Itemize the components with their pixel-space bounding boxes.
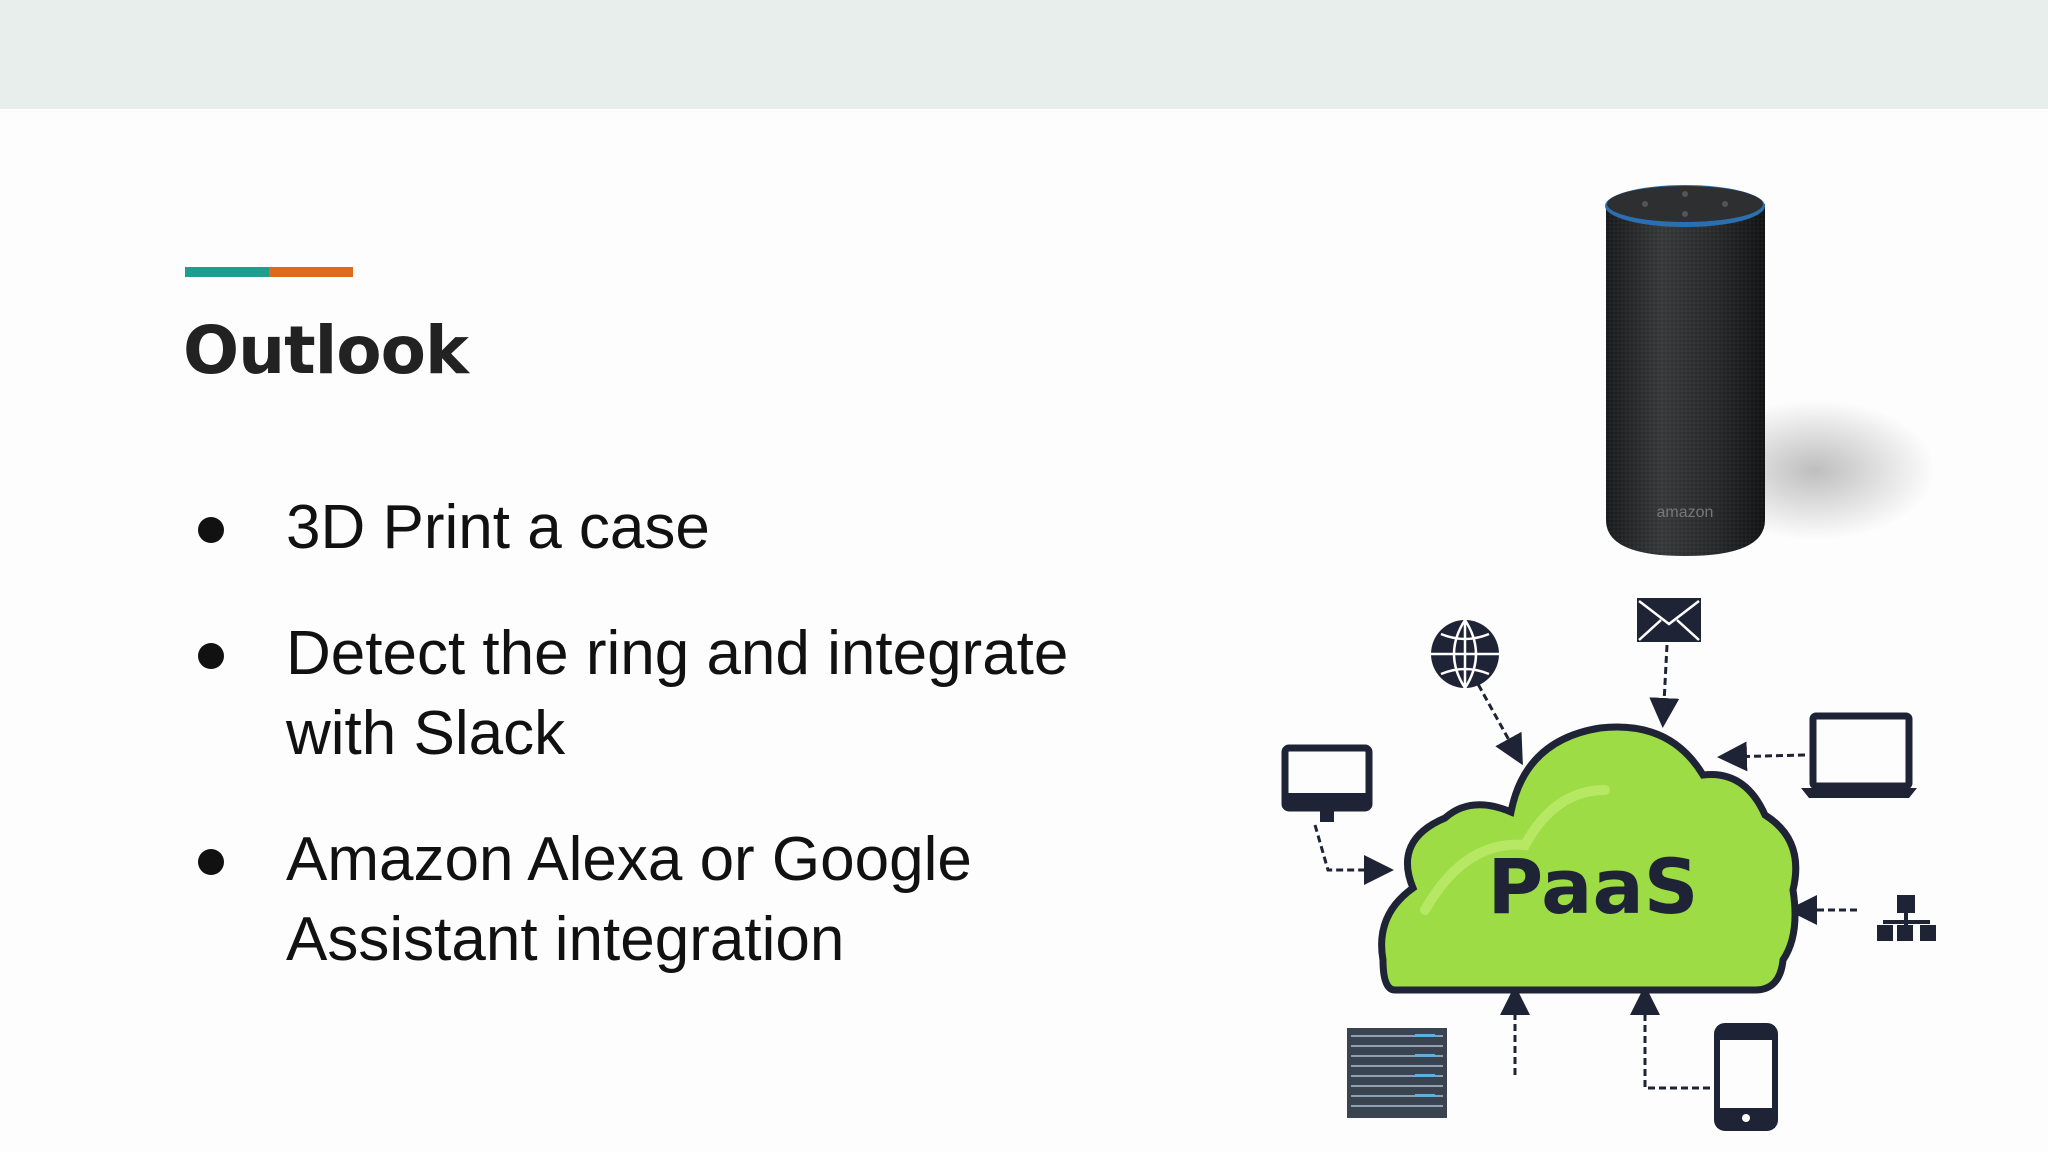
top-bar [0, 0, 2048, 109]
bullet-text: Detect the ring and integrate with Slack [286, 619, 1069, 768]
server-rack-icon [1347, 1028, 1447, 1118]
envelope-icon [1637, 598, 1701, 642]
bullet-dot-icon [198, 849, 224, 875]
phone-icon [1714, 1023, 1778, 1131]
arrow-phone [1630, 985, 1710, 1090]
title-accent-bar [185, 267, 353, 277]
globe-icon [1431, 619, 1499, 689]
speaker-button [1722, 201, 1728, 207]
smart-speaker-image: amazon [1605, 185, 1935, 556]
bullet-item: 3D Print a case [190, 488, 1190, 568]
arrow-mail [1649, 644, 1680, 728]
accent-teal-segment [185, 267, 269, 277]
accent-orange-segment [269, 267, 353, 277]
bullet-text: Amazon Alexa or Google Assistant integra… [286, 825, 972, 974]
speaker-button [1682, 191, 1688, 197]
speaker-button [1682, 211, 1688, 217]
network-icon [1877, 895, 1936, 941]
paas-diagram: PaaS [1281, 598, 1936, 1131]
bullet-text: 3D Print a case [286, 493, 710, 562]
bullet-item: Detect the ring and integrate with Slack [190, 614, 1106, 774]
slide-title: Outlook [183, 312, 469, 389]
bullet-list: 3D Print a case Detect the ring and inte… [190, 488, 1190, 1026]
bullet-dot-icon [198, 643, 224, 669]
arrow-laptop [1717, 741, 1806, 772]
speaker-top [1607, 186, 1763, 222]
laptop-icon [1801, 712, 1917, 798]
paas-cloud [1378, 723, 1800, 994]
speaker-fabric [1606, 204, 1765, 556]
paas-label: PaaS [1488, 842, 1699, 931]
arrow-monitor [1313, 824, 1394, 885]
speaker-brand-text: amazon [1657, 504, 1714, 521]
bullet-dot-icon [198, 517, 224, 543]
bullet-item: Amazon Alexa or Google Assistant integra… [190, 820, 1106, 980]
arrow-globe [1471, 674, 1523, 766]
monitor-icon [1281, 744, 1373, 822]
speaker-button [1642, 201, 1648, 207]
